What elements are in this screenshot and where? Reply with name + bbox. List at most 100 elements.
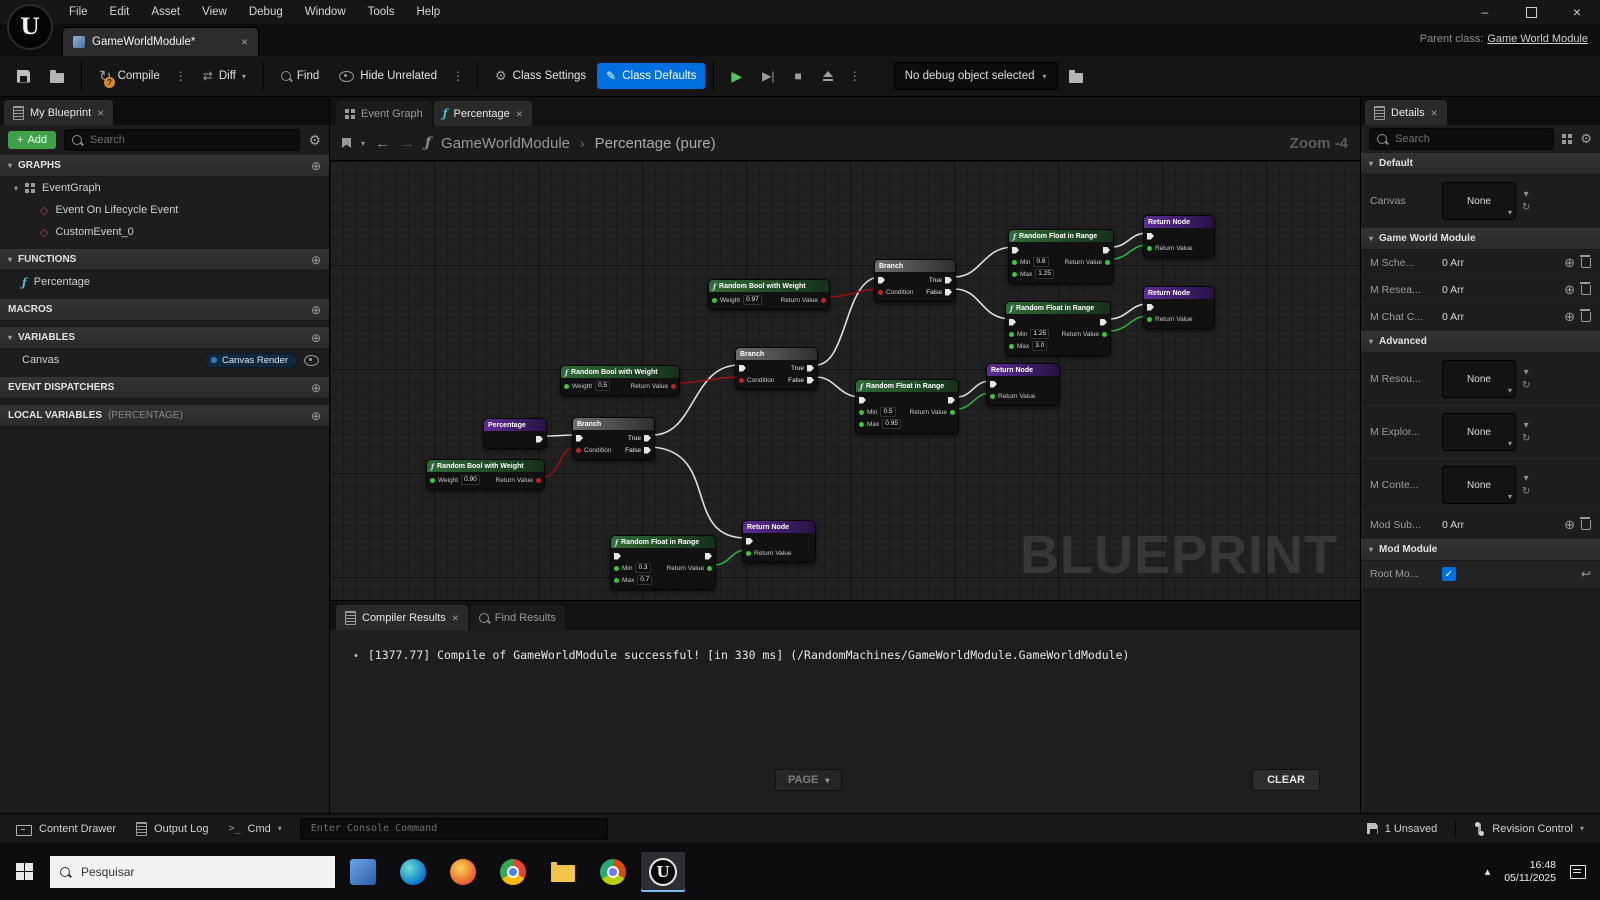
trash-icon[interactable] (1580, 282, 1591, 295)
condition-pin[interactable] (739, 377, 744, 383)
section-variables[interactable]: ▾ VARIABLES ⊕ (0, 327, 329, 349)
eject-button[interactable] (813, 64, 843, 88)
frame-skip-button[interactable]: ▶| (753, 63, 783, 89)
tab-details[interactable]: Details × (1365, 100, 1447, 125)
console-command-input[interactable] (308, 822, 599, 835)
browse-asset-icon[interactable]: ↻ (1522, 485, 1531, 497)
max-value[interactable]: 1.25 (1035, 269, 1054, 279)
node-return-3[interactable]: Return Node Return Value (986, 363, 1060, 406)
exec-in-pin[interactable] (739, 364, 746, 372)
false-exec-pin[interactable] (807, 376, 814, 384)
minimize-button[interactable]: – (1481, 5, 1489, 19)
max-pin[interactable] (614, 577, 619, 583)
compile-options-icon[interactable]: ⋮ (174, 69, 188, 83)
exec-in-pin[interactable] (1012, 246, 1019, 254)
add-variable-icon[interactable]: ⊕ (310, 330, 321, 345)
breadcrumb-root[interactable]: GameWorldModule (441, 134, 570, 152)
return-pin[interactable] (707, 565, 712, 571)
browse-asset-icon[interactable]: ↻ (1522, 379, 1531, 391)
settings-gear-icon[interactable]: ⚙ (308, 131, 321, 148)
weight-pin[interactable] (564, 383, 569, 389)
return-pin[interactable] (1105, 259, 1110, 265)
use-selected-icon[interactable]: ▾ (1523, 472, 1529, 484)
exec-in-pin[interactable] (990, 380, 997, 388)
false-exec-pin[interactable] (945, 288, 952, 296)
return-pin[interactable] (821, 297, 826, 303)
taskbar-search[interactable] (50, 855, 335, 888)
play-button[interactable]: ▶ (722, 62, 751, 91)
section-functions[interactable]: ▾ FUNCTIONS ⊕ (0, 249, 329, 271)
tree-item-canvas-variable[interactable]: Canvas Canvas Render (0, 349, 329, 371)
taskbar-app-edge[interactable] (391, 852, 435, 892)
search-input[interactable] (88, 133, 293, 147)
menu-asset[interactable]: Asset (151, 6, 181, 18)
hide-unrelated-button[interactable]: Hide Unrelated (330, 64, 446, 88)
max-value[interactable]: 3.0 (1032, 341, 1048, 351)
page-button[interactable]: PAGE ▾ (775, 769, 843, 791)
add-graph-icon[interactable]: ⊕ (310, 158, 321, 173)
false-exec-pin[interactable] (644, 446, 651, 454)
chevron-down-icon[interactable]: ▾ (361, 138, 366, 148)
weight-pin[interactable] (430, 477, 435, 483)
close-icon[interactable]: × (97, 105, 105, 120)
section-local-variables[interactable]: LOCAL VARIABLES (PERCENTAGE) ⊕ (0, 405, 329, 427)
exec-out-pin[interactable] (1103, 246, 1110, 254)
compile-log-line[interactable]: • [1377.77] Compile of GameWorldModule s… (354, 648, 1130, 662)
exec-out-pin[interactable] (536, 435, 543, 443)
taskbar-app-explorer[interactable] (541, 852, 585, 892)
exec-in-pin[interactable] (746, 537, 753, 545)
min-pin[interactable] (614, 565, 619, 571)
clear-button[interactable]: CLEAR (1252, 769, 1320, 791)
hide-unrelated-options-icon[interactable]: ⋮ (451, 69, 465, 83)
save-button[interactable] (8, 64, 39, 89)
add-element-icon[interactable]: ⊕ (1564, 309, 1575, 324)
taskbar-app-tile[interactable] (341, 852, 385, 892)
taskbar-search-input[interactable] (79, 863, 325, 880)
parent-class-link[interactable]: Game World Module (1487, 33, 1588, 45)
exec-in-pin[interactable] (878, 276, 885, 284)
asset-tab-gameworldmodule[interactable]: GameWorldModule* × (62, 27, 259, 56)
menu-window[interactable]: Window (304, 6, 346, 18)
close-icon[interactable]: × (1430, 105, 1438, 120)
collapse-arrow-icon[interactable]: ▾ (8, 333, 13, 342)
min-value[interactable]: 0.3 (635, 563, 651, 573)
use-selected-icon[interactable]: ▾ (1523, 419, 1529, 431)
taskbar-app-firefox[interactable] (441, 852, 485, 892)
menu-help[interactable]: Help (416, 6, 441, 18)
section-graphs[interactable]: ▾ GRAPHS ⊕ (0, 155, 329, 177)
menu-file[interactable]: File (69, 6, 88, 18)
search-input[interactable] (1393, 132, 1547, 146)
tray-expand-icon[interactable]: ▴ (1484, 866, 1491, 878)
close-icon[interactable]: × (515, 106, 523, 121)
menu-debug[interactable]: Debug (248, 6, 283, 18)
return-pin[interactable] (1102, 331, 1107, 337)
add-element-icon[interactable]: ⊕ (1564, 282, 1575, 297)
stop-button[interactable]: ■ (786, 63, 811, 89)
min-value[interactable]: 1.25 (1030, 329, 1050, 339)
add-dispatcher-icon[interactable]: ⊕ (310, 380, 321, 395)
max-pin[interactable] (859, 421, 864, 427)
tab-compiler-results[interactable]: Compiler Results × (336, 605, 468, 630)
exec-in-pin[interactable] (1147, 303, 1154, 311)
weight-value[interactable]: 0.5 (595, 381, 611, 391)
tab-event-graph[interactable]: Event Graph (336, 101, 432, 126)
taskbar-app-chrome[interactable] (491, 852, 535, 892)
content-drawer-button[interactable]: Content Drawer (8, 817, 124, 840)
tree-item-eventgraph[interactable]: ▾ EventGraph (14, 182, 101, 194)
find-button[interactable]: Find (272, 64, 328, 88)
min-pin[interactable] (1012, 259, 1017, 265)
exec-in-pin[interactable] (576, 434, 583, 442)
reset-to-default-icon[interactable]: ↩ (1580, 567, 1591, 581)
taskbar-clock[interactable]: 16:48 05/11/2025 (1504, 859, 1556, 885)
compile-button[interactable]: ↻ ? Compile (99, 68, 160, 88)
taskbar-app-chrome-2[interactable] (591, 852, 635, 892)
use-selected-icon[interactable]: ▾ (1523, 188, 1529, 200)
visibility-eye-icon[interactable] (304, 354, 319, 366)
exec-in-pin[interactable] (859, 396, 866, 404)
max-value[interactable]: 0.95 (882, 419, 901, 429)
display-options-icon[interactable] (1562, 134, 1573, 144)
